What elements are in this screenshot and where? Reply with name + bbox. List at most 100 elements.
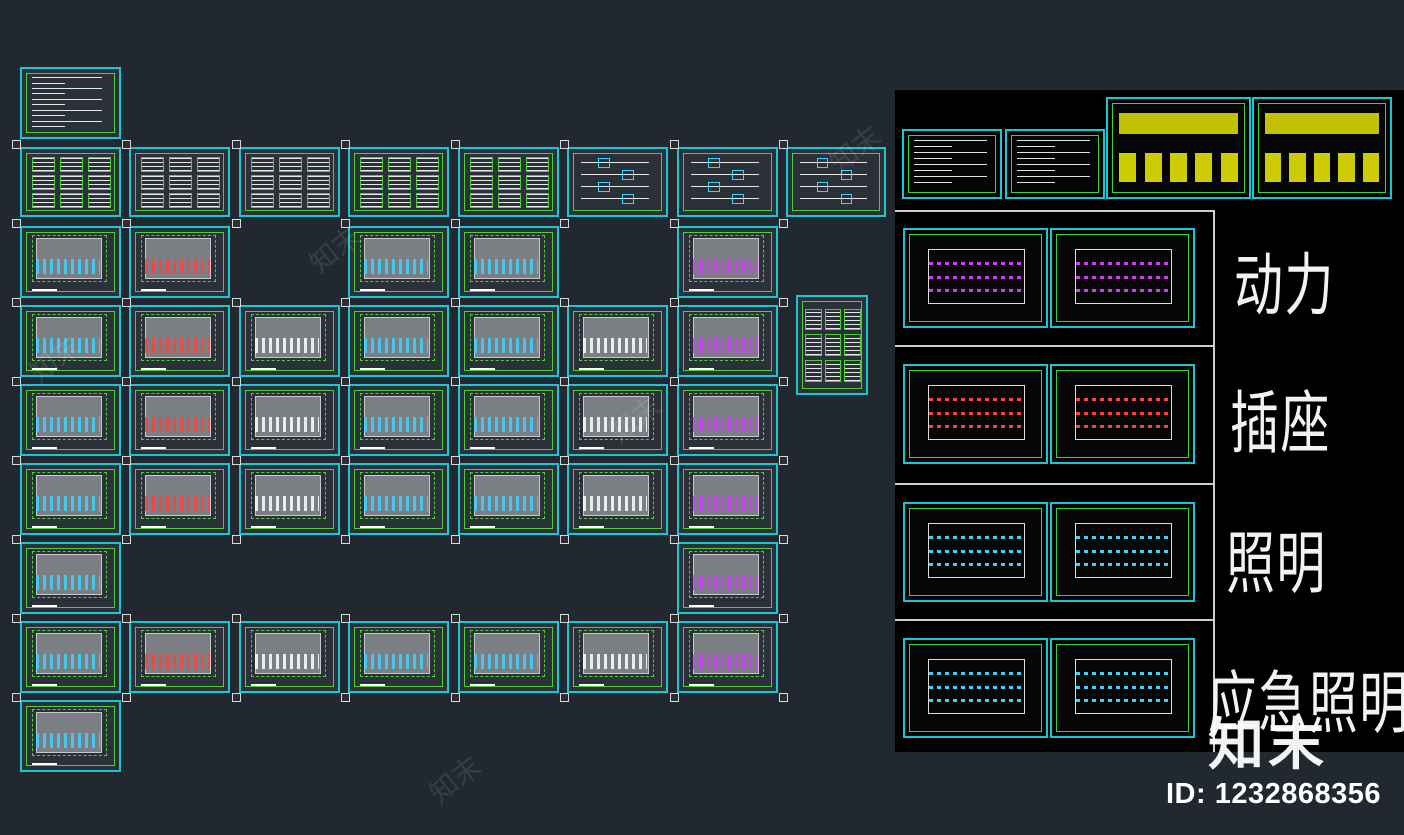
sheet-schedule-6[interactable] bbox=[567, 147, 668, 217]
sheet-plan-r3-c1[interactable] bbox=[129, 305, 230, 377]
rp-sheet-schedule-2[interactable] bbox=[1252, 97, 1392, 199]
sheet-plan-r7-c6[interactable] bbox=[677, 621, 778, 693]
grip-node[interactable] bbox=[670, 219, 679, 228]
grip-node[interactable] bbox=[232, 140, 241, 149]
grip-node[interactable] bbox=[451, 298, 460, 307]
grip-node[interactable] bbox=[779, 298, 788, 307]
grip-node[interactable] bbox=[232, 693, 241, 702]
rp-sheet-plan-2-a[interactable] bbox=[903, 364, 1048, 464]
grip-node[interactable] bbox=[670, 614, 679, 623]
sheet-plan-r4-c4[interactable] bbox=[458, 384, 559, 456]
grip-node[interactable] bbox=[560, 614, 569, 623]
grip-node[interactable] bbox=[122, 298, 131, 307]
sheet-plan-r2-c0[interactable] bbox=[20, 226, 121, 298]
sheet-schedule-3[interactable] bbox=[239, 147, 340, 217]
grip-node[interactable] bbox=[341, 219, 350, 228]
grip-node[interactable] bbox=[122, 693, 131, 702]
sheet-schedule-7[interactable] bbox=[677, 147, 778, 217]
sheet-plan-r5-c1[interactable] bbox=[129, 463, 230, 535]
grip-node[interactable] bbox=[341, 693, 350, 702]
grip-node[interactable] bbox=[560, 535, 569, 544]
grip-node[interactable] bbox=[779, 140, 788, 149]
grip-node[interactable] bbox=[341, 377, 350, 386]
grip-node[interactable] bbox=[232, 614, 241, 623]
sheet-plan-r7-c2[interactable] bbox=[239, 621, 340, 693]
rp-sheet-schedule-1[interactable] bbox=[1106, 97, 1251, 199]
sheet-plan-r4-c1[interactable] bbox=[129, 384, 230, 456]
sheet-cover[interactable] bbox=[20, 67, 121, 139]
grip-node[interactable] bbox=[341, 140, 350, 149]
rp-sheet-plan-1-b[interactable] bbox=[1050, 228, 1195, 328]
grip-node[interactable] bbox=[122, 535, 131, 544]
sheet-plan-r7-c0[interactable] bbox=[20, 621, 121, 693]
sheet-plan-r7-c4[interactable] bbox=[458, 621, 559, 693]
grip-node[interactable] bbox=[779, 535, 788, 544]
grip-node[interactable] bbox=[122, 456, 131, 465]
grip-node[interactable] bbox=[560, 298, 569, 307]
grip-node[interactable] bbox=[451, 535, 460, 544]
grip-node[interactable] bbox=[232, 456, 241, 465]
sheet-schedule-4[interactable] bbox=[348, 147, 449, 217]
grip-node[interactable] bbox=[779, 219, 788, 228]
sheet-plan-r7-c3[interactable] bbox=[348, 621, 449, 693]
grip-node[interactable] bbox=[670, 298, 679, 307]
grip-node[interactable] bbox=[12, 693, 21, 702]
grip-node[interactable] bbox=[122, 219, 131, 228]
grip-node[interactable] bbox=[560, 456, 569, 465]
grip-node[interactable] bbox=[122, 614, 131, 623]
sheet-plan-r2-c4[interactable] bbox=[458, 226, 559, 298]
grip-node[interactable] bbox=[670, 693, 679, 702]
sheet-schedule-2[interactable] bbox=[129, 147, 230, 217]
sheet-plan-r5-c3[interactable] bbox=[348, 463, 449, 535]
rp-sheet-notes[interactable] bbox=[902, 129, 1002, 199]
grip-node[interactable] bbox=[122, 140, 131, 149]
sheet-plan-r5-c4[interactable] bbox=[458, 463, 559, 535]
sheet-plan-r4-c3[interactable] bbox=[348, 384, 449, 456]
sheet-plan-r7-c5[interactable] bbox=[567, 621, 668, 693]
grip-node[interactable] bbox=[12, 377, 21, 386]
rp-sheet-plan-1-a[interactable] bbox=[903, 228, 1048, 328]
sheet-plan-r6-c6[interactable] bbox=[677, 542, 778, 614]
rp-sheet-plan-2-b[interactable] bbox=[1050, 364, 1195, 464]
grip-node[interactable] bbox=[12, 456, 21, 465]
grip-node[interactable] bbox=[560, 219, 569, 228]
sheet-schedule-1[interactable] bbox=[20, 147, 121, 217]
sheet-plan-r8-c0[interactable] bbox=[20, 700, 121, 772]
grip-node[interactable] bbox=[12, 219, 21, 228]
grip-node[interactable] bbox=[12, 614, 21, 623]
grip-node[interactable] bbox=[451, 377, 460, 386]
grip-node[interactable] bbox=[12, 535, 21, 544]
rp-sheet-plan-4-a[interactable] bbox=[903, 638, 1048, 738]
grip-node[interactable] bbox=[560, 693, 569, 702]
sheet-plan-r3-c6[interactable] bbox=[677, 305, 778, 377]
sheet-plan-r4-c6[interactable] bbox=[677, 384, 778, 456]
sheet-schedule-8[interactable] bbox=[786, 147, 886, 217]
sheet-plan-r4-c0[interactable] bbox=[20, 384, 121, 456]
grip-node[interactable] bbox=[779, 693, 788, 702]
grip-node[interactable] bbox=[232, 377, 241, 386]
rp-sheet-plan-3-b[interactable] bbox=[1050, 502, 1195, 602]
sheet-system-diagram[interactable] bbox=[796, 295, 868, 395]
grip-node[interactable] bbox=[341, 535, 350, 544]
sheet-plan-r2-c3[interactable] bbox=[348, 226, 449, 298]
sheet-plan-r5-c2[interactable] bbox=[239, 463, 340, 535]
sheet-plan-r3-c0[interactable] bbox=[20, 305, 121, 377]
grip-node[interactable] bbox=[12, 140, 21, 149]
sheet-plan-r3-c5[interactable] bbox=[567, 305, 668, 377]
sheet-plan-r3-c4[interactable] bbox=[458, 305, 559, 377]
sheet-schedule-5[interactable] bbox=[458, 147, 559, 217]
sheet-plan-r4-c2[interactable] bbox=[239, 384, 340, 456]
grip-node[interactable] bbox=[12, 298, 21, 307]
rp-sheet-plan-3-a[interactable] bbox=[903, 502, 1048, 602]
sheet-plan-r7-c1[interactable] bbox=[129, 621, 230, 693]
sheet-plan-r6-c0[interactable] bbox=[20, 542, 121, 614]
grip-node[interactable] bbox=[451, 614, 460, 623]
sheet-plan-r3-c3[interactable] bbox=[348, 305, 449, 377]
sheet-plan-r4-c5[interactable] bbox=[567, 384, 668, 456]
sheet-plan-r2-c6[interactable] bbox=[677, 226, 778, 298]
grip-node[interactable] bbox=[451, 693, 460, 702]
grip-node[interactable] bbox=[670, 140, 679, 149]
grip-node[interactable] bbox=[560, 377, 569, 386]
sheet-plan-r5-c0[interactable] bbox=[20, 463, 121, 535]
